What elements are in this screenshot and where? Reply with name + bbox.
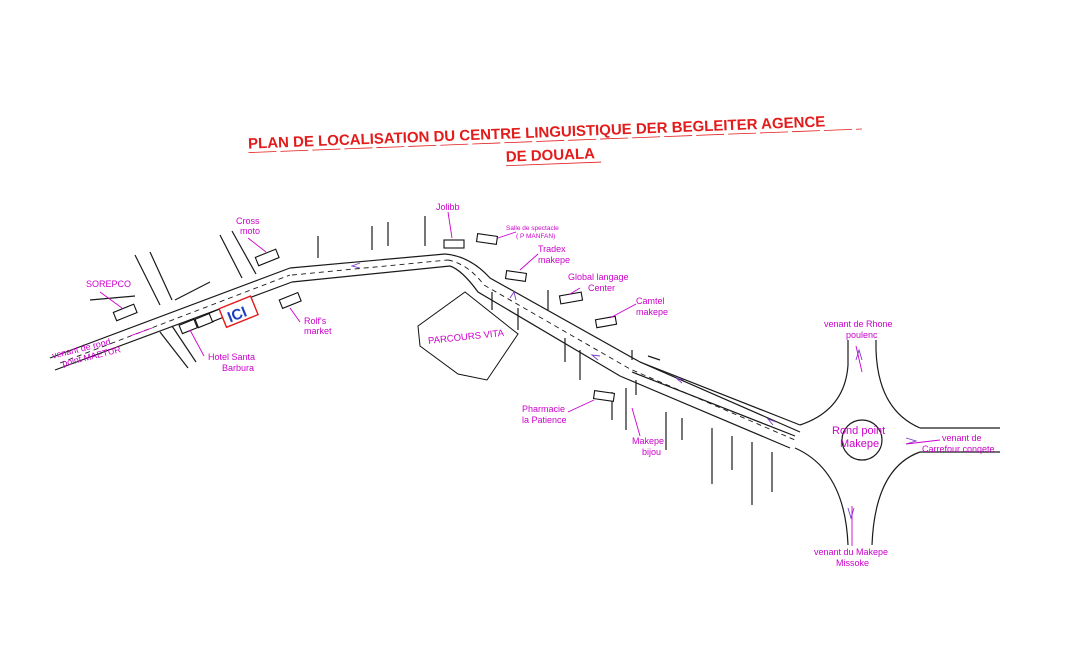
- svg-text:poulenc: poulenc: [846, 330, 878, 340]
- building-salle: [475, 233, 499, 245]
- label-venant-carrefour: venant de Carrefour conqete: [922, 433, 995, 454]
- svg-text:Missoke: Missoke: [836, 558, 869, 568]
- svg-text:Tradex: Tradex: [538, 244, 566, 254]
- map-title-line2: DE DOUALA: [505, 145, 595, 165]
- svg-text:moto: moto: [240, 226, 260, 236]
- svg-text:Rolf's: Rolf's: [304, 316, 327, 326]
- svg-text:Salle de spectacle: Salle de spectacle: [506, 225, 559, 232]
- svg-text:venant du Makepe: venant du Makepe: [814, 547, 888, 557]
- svg-text:venant de Rhone: venant de Rhone: [824, 319, 893, 329]
- label-rolfs-market: Rolf's market: [304, 316, 332, 336]
- label-sorepco: SOREPCO: [86, 279, 131, 289]
- svg-text:Cross: Cross: [236, 216, 260, 226]
- svg-text:Pharmacie: Pharmacie: [522, 404, 565, 414]
- leader-lines: [99, 211, 941, 546]
- label-global-langage: Global langage Center: [568, 272, 629, 293]
- svg-text:la Patience: la Patience: [522, 415, 567, 425]
- svg-text:Makepe: Makepe: [632, 436, 664, 446]
- direction-arrows: [350, 262, 918, 520]
- map-labels: SOREPCO Cross moto venant de rond point …: [51, 202, 995, 568]
- label-venant-rhone: venant de Rhone poulenc: [824, 319, 893, 340]
- building-rolfs: [278, 291, 302, 310]
- map-title: PLAN DE LOCALISATION DU CENTRE LINGUISTI…: [248, 113, 863, 167]
- svg-text:Carrefour conqete: Carrefour conqete: [922, 444, 995, 454]
- svg-text:Rond point: Rond point: [832, 425, 885, 437]
- label-hotel-santa-barbura: Hotel Santa Barbura: [208, 352, 255, 373]
- label-tradex-makepe: Tradex makepe: [538, 244, 570, 265]
- label-cross-moto: Cross moto: [236, 216, 260, 236]
- building-cross-moto: [254, 248, 280, 267]
- building-jolibb: [443, 239, 465, 249]
- ici-label: ICI: [225, 303, 249, 326]
- svg-text:Center: Center: [588, 283, 615, 293]
- building-pharmacie: [592, 390, 616, 402]
- building-tradex: [504, 270, 528, 282]
- building-camtel: [594, 315, 618, 329]
- svg-text:( P MANFAN): ( P MANFAN): [516, 233, 555, 240]
- label-salle-spectacle: Salle de spectacle ( P MANFAN): [506, 225, 559, 240]
- label-jolibb: Jolibb: [436, 202, 460, 212]
- parcours-vita-area: PARCOURS VITA: [417, 291, 519, 381]
- label-rond-point-makepe: Rond point Makepe: [832, 425, 885, 450]
- svg-text:market: market: [304, 326, 332, 336]
- label-pharmacie: Pharmacie la Patience: [522, 404, 567, 425]
- buildings: [112, 233, 618, 402]
- label-venant-maetur: venant de rond point MAETUR: [51, 336, 122, 368]
- svg-text:Barbura: Barbura: [222, 363, 254, 373]
- svg-text:Makepe: Makepe: [840, 438, 879, 450]
- main-road: [289, 216, 801, 505]
- svg-text:Hotel Santa: Hotel Santa: [208, 352, 255, 362]
- label-camtel-makepe: Camtel makepe: [636, 296, 668, 317]
- svg-text:venant de: venant de: [942, 433, 982, 443]
- svg-text:Global langage: Global langage: [568, 272, 629, 282]
- svg-text:bijou: bijou: [642, 447, 661, 457]
- roundabout-makepe: [794, 340, 1000, 546]
- ici-marker: ICI: [218, 295, 259, 329]
- building-sorepco: [112, 303, 138, 322]
- svg-text:makepe: makepe: [636, 307, 668, 317]
- left-district-streets: [49, 230, 293, 371]
- label-makepe-bijou: Makepe bijou: [632, 436, 664, 457]
- building-hotel-1: [178, 318, 199, 335]
- svg-text:makepe: makepe: [538, 255, 570, 265]
- label-venant-missoke: venant du Makepe Missoke: [814, 547, 888, 568]
- svg-text:Camtel: Camtel: [636, 296, 665, 306]
